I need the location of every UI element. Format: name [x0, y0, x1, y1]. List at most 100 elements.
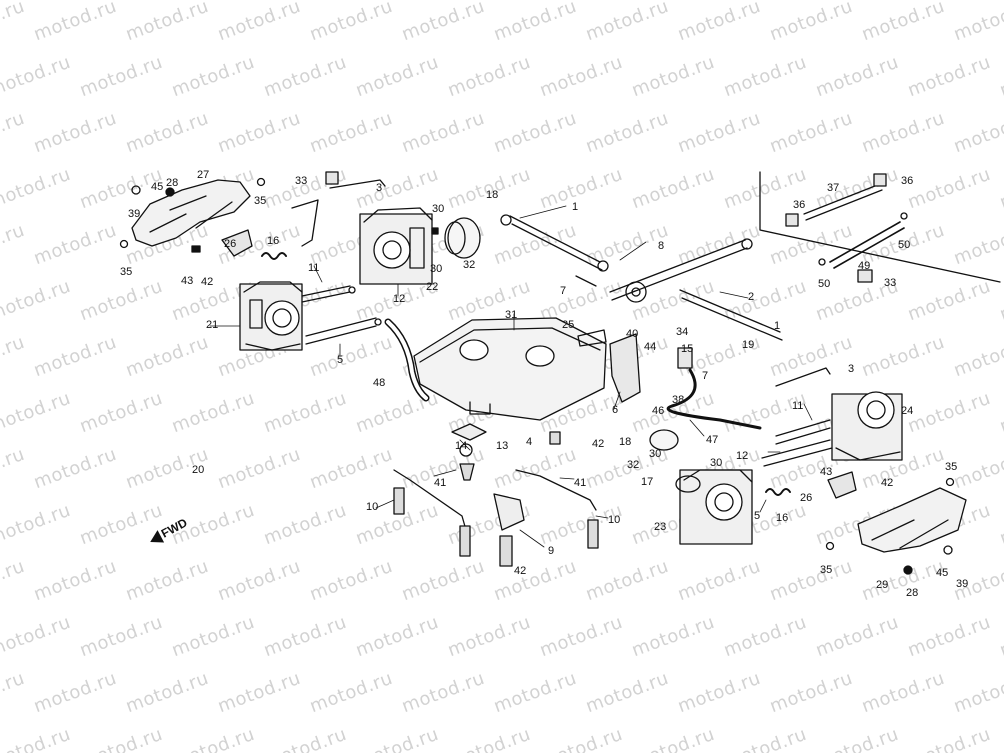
joint-pipe-12-right — [775, 419, 831, 445]
part-callout-30: 30 — [649, 448, 662, 460]
shaft-9 — [609, 239, 748, 301]
bracket-26 — [577, 329, 607, 347]
washer-stack-7 — [575, 275, 597, 287]
rod-end-1a — [500, 214, 512, 226]
part-callout-13: 13 — [496, 440, 509, 452]
spring-7 — [625, 281, 647, 303]
part-callout-42: 42 — [881, 477, 894, 489]
plunger-center — [499, 535, 513, 567]
part-callout-30: 30 — [710, 457, 723, 469]
bracket-27-left — [221, 229, 253, 257]
joint-pipe-5-left — [305, 317, 377, 345]
rod-end-1b — [597, 260, 609, 272]
carburetor-25 — [831, 391, 903, 461]
rod-50 — [829, 221, 905, 269]
part-callout-28: 28 — [906, 587, 919, 599]
part-callout-33: 33 — [884, 277, 897, 289]
part-callout-43: 43 — [820, 466, 833, 478]
bolt-36-right — [825, 541, 835, 551]
part-callout-35: 35 — [820, 564, 833, 576]
bracket-27-right — [827, 471, 857, 499]
o-ring-left-b — [374, 318, 382, 326]
part-callout-34: 34 — [676, 326, 689, 338]
part-callout-36: 36 — [793, 199, 806, 211]
clip-37-right — [873, 173, 887, 187]
part-callout-42: 42 — [201, 276, 214, 288]
part-callout-32: 32 — [627, 459, 640, 471]
link-rod-2 — [679, 289, 783, 341]
part-callout-38: 38 — [672, 394, 685, 406]
plunger-mid — [459, 525, 471, 557]
part-callout-7: 7 — [560, 285, 567, 297]
part-callout-26: 26 — [224, 238, 237, 250]
part-callout-15: 15 — [681, 343, 694, 355]
heat-shield-left-detail — [149, 195, 233, 233]
part-callout-21: 21 — [206, 319, 219, 331]
clip-34-right — [857, 269, 873, 283]
rod-38 — [803, 183, 883, 221]
part-callout-17: 17 — [641, 476, 654, 488]
part-callout-12: 12 — [736, 450, 749, 462]
spring-7-inner — [631, 287, 641, 297]
part-callout-42: 42 — [514, 565, 527, 577]
clip-35 — [677, 347, 693, 369]
part-callout-42: 42 — [592, 438, 605, 450]
part-callout-5: 5 — [337, 354, 344, 366]
fuel-line-3-right — [775, 367, 831, 387]
needle-42 — [459, 463, 475, 481]
choke-lever-10 — [493, 493, 525, 531]
washer-46-right — [943, 545, 953, 555]
part-callout-36: 36 — [901, 175, 914, 187]
part-callout-29: 29 — [876, 579, 889, 591]
part-callout-5: 5 — [754, 510, 761, 522]
part-callout-30: 30 — [432, 203, 445, 215]
drain-hose-49-inner — [386, 320, 428, 400]
bracket-outline-top-right — [759, 171, 1001, 283]
chamber-32 — [413, 317, 607, 421]
part-callout-16: 16 — [267, 235, 280, 247]
spring-15 — [459, 443, 473, 457]
washer-46 — [131, 185, 141, 195]
part-callout-49: 49 — [858, 260, 871, 272]
choke-rod-11-right — [515, 469, 597, 511]
part-callout-14: 14 — [455, 440, 468, 452]
part-callout-4: 4 — [526, 436, 533, 448]
bolt-29-right — [903, 565, 913, 575]
spring-17-right — [765, 488, 791, 496]
part-callout-6: 6 — [612, 404, 619, 416]
heat-shield-right — [857, 487, 967, 553]
part-callout-11: 11 — [792, 400, 804, 412]
part-callout-18: 18 — [619, 436, 632, 448]
part-callout-50: 50 — [818, 278, 831, 290]
part-callout-7: 7 — [702, 370, 709, 382]
part-callout-39: 39 — [956, 578, 969, 590]
clip-37-left — [785, 213, 799, 227]
clip-51-left — [818, 258, 826, 266]
part-callout-45: 45 — [151, 181, 164, 193]
carburetor-13 — [359, 207, 433, 285]
plunger-right — [587, 519, 599, 549]
plunger-left — [393, 487, 405, 515]
part-callout-30: 30 — [430, 263, 443, 275]
part-callout-40: 40 — [626, 328, 639, 340]
o-ring-18-top — [444, 221, 466, 255]
part-callout-24: 24 — [901, 405, 914, 417]
part-callout-25: 25 — [562, 319, 575, 331]
part-callout-32: 32 — [463, 259, 476, 271]
part-callout-31: 31 — [505, 309, 518, 321]
part-callout-9: 9 — [548, 545, 555, 557]
part-callout-2: 2 — [748, 291, 755, 303]
fuel-line-34 — [291, 199, 319, 247]
bolt-36-top — [256, 177, 266, 187]
part-callout-47: 47 — [706, 434, 719, 446]
screw-31-top — [431, 227, 439, 235]
part-callout-37: 37 — [827, 182, 840, 194]
part-callout-43: 43 — [181, 275, 194, 287]
part-callout-33: 33 — [295, 175, 308, 187]
part-callout-35: 35 — [120, 266, 133, 278]
part-callout-16: 16 — [776, 512, 789, 524]
bolt-29 — [165, 187, 175, 197]
clip-51-right — [900, 212, 908, 220]
